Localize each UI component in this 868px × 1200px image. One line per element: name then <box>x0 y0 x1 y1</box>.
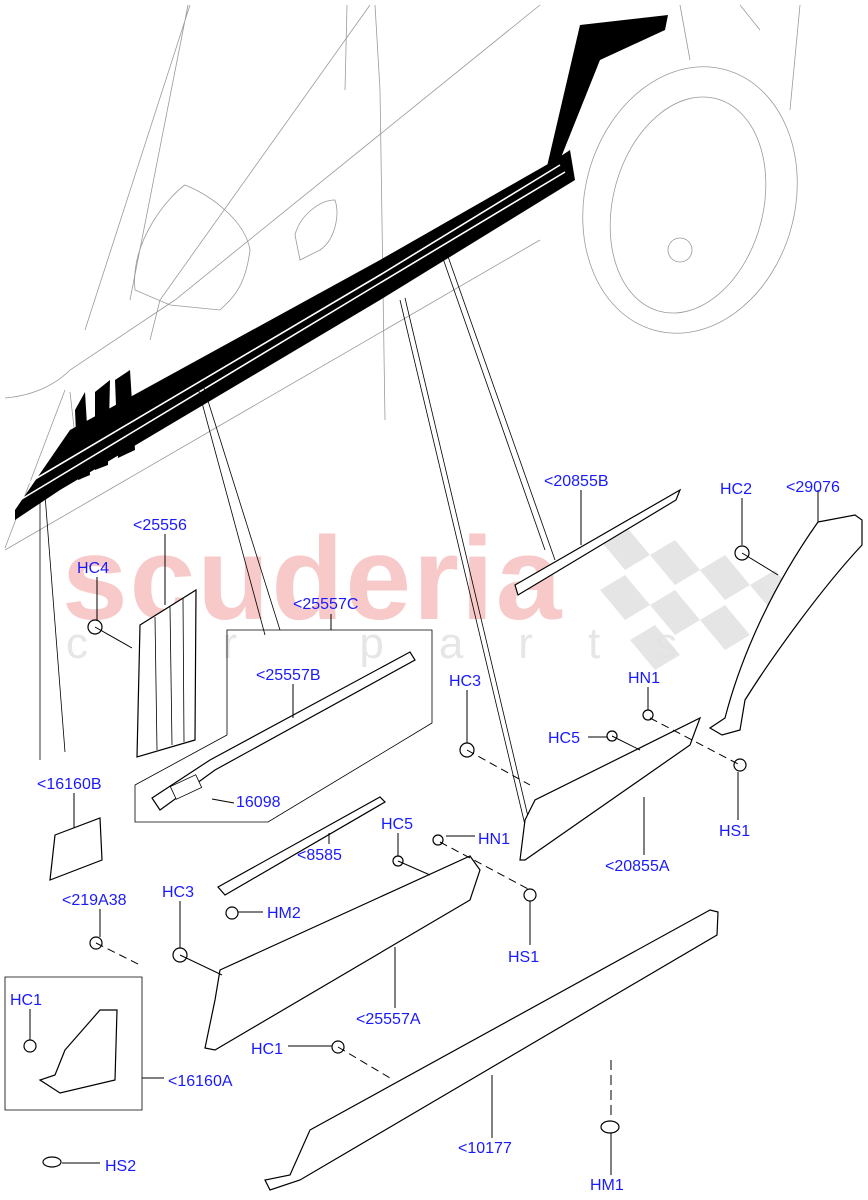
part-29076-wheel-arch <box>708 514 863 736</box>
fastener-hm1 <box>600 1120 620 1134</box>
callout-label-10177[interactable]: <10177 <box>458 1140 512 1157</box>
callout-label-hs2[interactable]: HS2 <box>105 1158 137 1175</box>
fastener-hs2 <box>42 1156 62 1168</box>
part-10177-sill-cover <box>264 909 719 1191</box>
callout-label-hc5-right[interactable]: HC5 <box>548 730 581 747</box>
vehicle-body-outline <box>4 4 801 551</box>
part-20855A-moulding <box>519 716 702 861</box>
part-25557A-moulding <box>204 855 481 1051</box>
part-20855B-moulding <box>514 488 682 596</box>
callout-label-hc1-left[interactable]: HC1 <box>10 992 43 1009</box>
part-16160B-trim <box>49 817 103 881</box>
fastener-hs1-right <box>733 758 747 772</box>
callout-label-hc3-right[interactable]: HC3 <box>449 673 482 690</box>
part-25556-panel <box>136 588 197 758</box>
part-25557B-moulding <box>151 651 416 811</box>
part-25557C-bounding-box <box>134 629 433 823</box>
part-8585-sill <box>217 796 386 896</box>
fastener-hn1-mid <box>432 834 444 846</box>
leader-lines <box>39 247 556 826</box>
callout-label-29076[interactable]: <29076 <box>786 479 840 496</box>
callout-label-hc2[interactable]: HC2 <box>720 481 753 498</box>
fastener-hs1-mid <box>523 888 537 902</box>
callout-label-16160a[interactable]: <16160A <box>168 1073 233 1090</box>
callout-label-16098[interactable]: 16098 <box>236 794 281 811</box>
part-16098-clip <box>169 774 203 800</box>
callout-leaders <box>29 490 819 1175</box>
callout-label-hc5-mid[interactable]: HC5 <box>381 816 414 833</box>
callout-label-hn1-right[interactable]: HN1 <box>628 670 661 687</box>
part-16160A-bounding-box <box>4 976 143 1111</box>
callout-label-20855a[interactable]: <20855A <box>605 858 670 875</box>
watermark-logo: scuderia <box>62 513 564 645</box>
parts <box>4 488 863 1191</box>
fastener-hm2 <box>225 906 239 920</box>
callout-label-25556[interactable]: <25556 <box>133 517 187 534</box>
callout-label-hm1[interactable]: HM1 <box>590 1177 624 1194</box>
callout-label-25557b[interactable]: <25557B <box>256 667 321 684</box>
callout-label-219a38[interactable]: <219A38 <box>62 892 127 909</box>
callout-label-hc4[interactable]: HC4 <box>77 560 110 577</box>
part-16160A-trim <box>38 1009 118 1094</box>
callout-label-16160b[interactable]: <16160B <box>37 776 102 793</box>
callout-label-8585[interactable]: <8585 <box>297 847 342 864</box>
callout-label-hc1-mid[interactable]: HC1 <box>251 1041 284 1058</box>
callout-label-25557c[interactable]: <25557C <box>293 596 359 613</box>
callout-label-hc3-left[interactable]: HC3 <box>162 884 195 901</box>
callout-label-25557a[interactable]: <25557A <box>356 1011 421 1028</box>
callout-label-hs1-right[interactable]: HS1 <box>719 823 751 840</box>
callout-label-20855b[interactable]: <20855B <box>544 473 609 490</box>
callout-label-hn1-mid[interactable]: HN1 <box>478 831 511 848</box>
callout-label-hm2[interactable]: HM2 <box>267 905 301 922</box>
fastener-hc1-left <box>23 1039 37 1053</box>
callout-label-hs1-mid[interactable]: HS1 <box>508 949 540 966</box>
